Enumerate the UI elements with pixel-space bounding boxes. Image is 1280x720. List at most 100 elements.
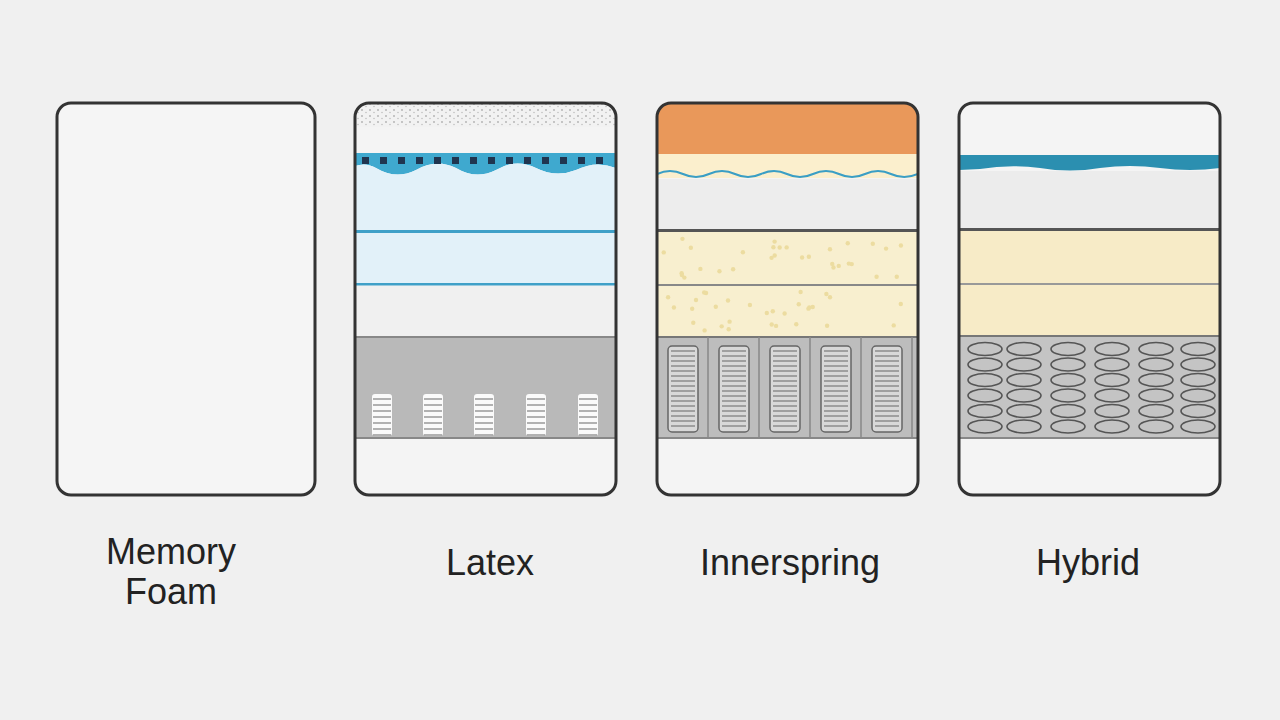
texture-stroke xyxy=(824,385,848,386)
texture-stroke xyxy=(794,322,798,326)
texture-stroke xyxy=(824,380,848,381)
texture-stroke xyxy=(875,410,899,411)
texture-stroke xyxy=(1051,405,1085,418)
texture-stroke xyxy=(773,420,797,421)
texture-stroke xyxy=(824,360,848,361)
texture-stroke xyxy=(773,380,797,381)
texture-stroke xyxy=(758,337,760,437)
texture-stroke xyxy=(773,415,797,416)
texture-stroke xyxy=(806,306,810,310)
texture-stroke xyxy=(475,398,493,400)
texture-stroke xyxy=(875,350,899,351)
texture-stroke xyxy=(722,425,746,426)
texture-stroke xyxy=(772,253,776,257)
texture-stroke xyxy=(671,355,695,356)
texture-stroke xyxy=(689,246,693,250)
texture-stroke xyxy=(1051,374,1085,387)
texture-stroke xyxy=(821,346,851,432)
texture-stroke xyxy=(579,416,597,418)
texture-stroke xyxy=(1181,420,1215,433)
texture-stroke xyxy=(423,394,443,436)
mattress-type-label: Memory Foam xyxy=(76,532,266,612)
texture-stroke xyxy=(824,415,848,416)
texture-stroke xyxy=(811,305,815,309)
texture-stroke xyxy=(424,410,442,412)
texture-stroke xyxy=(874,275,878,279)
texture-stroke xyxy=(722,395,746,396)
texture-stroke xyxy=(773,365,797,366)
texture-stroke xyxy=(373,422,391,424)
texture-stroke xyxy=(1007,405,1041,418)
texture-stroke xyxy=(797,302,801,306)
texture-stroke xyxy=(968,374,1002,387)
texture-stroke xyxy=(807,255,811,259)
texture-stroke xyxy=(1007,420,1041,433)
texture-stroke xyxy=(1139,420,1173,433)
texture-stroke xyxy=(527,422,545,424)
texture-stroke xyxy=(824,350,848,351)
texture-stroke xyxy=(1007,358,1041,371)
texture-stroke xyxy=(809,337,811,437)
texture-stroke xyxy=(373,404,391,406)
texture-stroke xyxy=(1181,374,1215,387)
texture-stroke xyxy=(773,395,797,396)
texture-stroke xyxy=(671,380,695,381)
texture-stroke xyxy=(527,428,545,430)
texture-stroke xyxy=(722,350,746,351)
texture-stroke xyxy=(1095,374,1129,387)
texture-stroke xyxy=(362,157,369,164)
texture-stroke xyxy=(488,157,495,164)
texture-stroke xyxy=(380,157,387,164)
texture-stroke xyxy=(719,346,749,432)
texture-stroke xyxy=(475,410,493,412)
texture-stroke xyxy=(671,390,695,391)
mattress-outline xyxy=(355,103,616,495)
texture-stroke xyxy=(579,434,597,436)
texture-stroke xyxy=(452,157,459,164)
texture-stroke xyxy=(1051,358,1085,371)
texture-stroke xyxy=(726,298,730,302)
texture-stroke xyxy=(771,245,775,249)
texture-stroke xyxy=(707,337,709,437)
texture-stroke xyxy=(691,321,695,325)
texture-stroke xyxy=(837,264,841,268)
texture-stroke xyxy=(875,385,899,386)
texture-stroke xyxy=(773,400,797,401)
texture-stroke xyxy=(671,385,695,386)
texture-stroke xyxy=(527,434,545,436)
texture-stroke xyxy=(416,157,423,164)
texture-stroke xyxy=(702,290,706,294)
texture-stroke xyxy=(527,410,545,412)
texture-stroke xyxy=(911,337,913,437)
texture-stroke xyxy=(828,295,832,299)
texture-stroke xyxy=(1139,343,1173,356)
texture-stroke xyxy=(662,250,666,254)
texture-stroke xyxy=(1007,343,1041,356)
texture-stroke xyxy=(671,365,695,366)
texture-stroke xyxy=(475,404,493,406)
texture-stroke xyxy=(373,416,391,418)
texture-stroke xyxy=(782,311,786,315)
texture-stroke xyxy=(892,323,896,327)
texture-stroke xyxy=(875,380,899,381)
texture-stroke xyxy=(722,375,746,376)
texture-stroke xyxy=(824,410,848,411)
texture-stroke xyxy=(424,434,442,436)
texture-stroke xyxy=(875,365,899,366)
texture-stroke xyxy=(680,237,684,241)
texture-stroke xyxy=(722,365,746,366)
texture-stroke xyxy=(373,410,391,412)
texture-stroke xyxy=(527,416,545,418)
texture-stroke xyxy=(1139,358,1173,371)
texture-stroke xyxy=(475,416,493,418)
texture-stroke xyxy=(773,350,797,351)
texture-stroke xyxy=(722,390,746,391)
texture-stroke xyxy=(1095,389,1129,402)
texture-stroke xyxy=(777,245,781,249)
texture-stroke xyxy=(824,425,848,426)
texture-stroke xyxy=(824,370,848,371)
texture-stroke xyxy=(875,375,899,376)
texture-stroke xyxy=(875,370,899,371)
texture-stroke xyxy=(719,324,723,328)
texture-stroke xyxy=(579,422,597,424)
